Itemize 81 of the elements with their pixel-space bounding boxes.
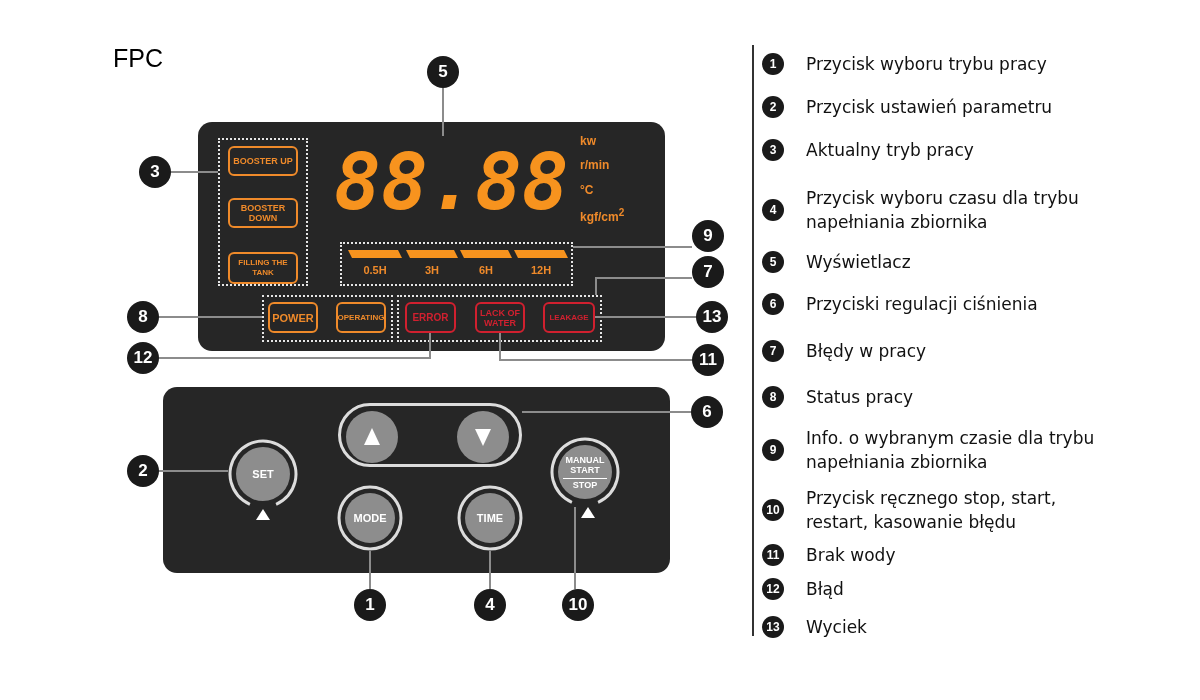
indicator-light: BOOSTER UP	[228, 146, 298, 176]
leader-line	[158, 332, 431, 359]
legend-description: Wyciek	[806, 616, 868, 639]
callout-number: 3	[762, 139, 784, 161]
callout-number: 9	[692, 220, 724, 252]
callout-number: 6	[762, 293, 784, 315]
callout-number: 12	[127, 342, 159, 374]
callout-number: 1	[762, 53, 784, 75]
indicator-light: LEAKAGE	[543, 302, 595, 333]
callout-number: 11	[692, 344, 724, 376]
leader-line	[170, 171, 219, 173]
dotted-group-frame	[262, 295, 393, 342]
legend-description: Błędy w pracy	[806, 340, 928, 363]
indicator-light: POWER	[268, 302, 318, 333]
legend-description: Przycisk ręcznego stop, start, restart, kasowanie błędu	[806, 487, 1058, 534]
callout-number: 12	[762, 578, 784, 600]
time-label: 6H	[477, 264, 495, 276]
time-label: 0.5H	[362, 264, 388, 276]
callout-number: 7	[692, 256, 724, 288]
callout-number: 8	[762, 386, 784, 408]
leader-line	[158, 316, 263, 318]
arrow-button-housing	[338, 403, 522, 467]
callout-number: 7	[762, 340, 784, 362]
unit-label: kgf/cm$^{2}$	[580, 207, 625, 224]
round-button: TIME	[457, 485, 523, 551]
seven-segment-readout: 88.88	[334, 136, 566, 228]
callout-number: 13	[762, 616, 784, 638]
callout-number: 2	[127, 455, 159, 487]
time-label: 3H	[423, 264, 441, 276]
legend-description: Status pracy	[806, 386, 915, 409]
callout-number: 11	[762, 544, 784, 566]
indicator-light: FILLING THE TANK	[228, 252, 298, 284]
callout-number: 9	[762, 439, 784, 461]
unit-label: °C	[580, 183, 594, 197]
legend-description: Przycisk wyboru czasu dla trybu napełniania zbiornika	[806, 187, 1080, 234]
leader-line	[521, 411, 692, 413]
callout-number: 1	[354, 589, 386, 621]
unit-label: kw	[580, 134, 596, 148]
time-label: 12H	[529, 264, 553, 276]
legend-description: Przycisk ustawień parametru	[806, 96, 1054, 119]
legend-description: Aktualny tryb pracy	[806, 139, 975, 162]
callout-number: 8	[127, 301, 159, 333]
leader-line	[489, 550, 491, 590]
callout-number: 2	[762, 96, 784, 118]
legend-description: Błąd	[806, 578, 845, 601]
round-button: MODE	[337, 485, 403, 551]
legend-description: Przycisk wyboru trybu pracy	[806, 53, 1048, 76]
callout-number: 10	[562, 589, 594, 621]
callout-number: 4	[762, 199, 784, 221]
callout-number: 3	[139, 156, 171, 188]
leader-line	[595, 277, 693, 296]
unit-label: r/min	[580, 158, 610, 172]
diagram-title: FPC	[113, 44, 163, 73]
callout-number: 10	[762, 499, 784, 521]
leader-line	[594, 316, 697, 318]
legend-description: Przyciski regulacji ciśnienia	[806, 293, 1039, 316]
arrow-button	[346, 411, 398, 463]
display-panel	[198, 122, 665, 351]
legend-description: Brak wody	[806, 544, 897, 567]
indicator-light: LACK OF WATER	[475, 302, 525, 333]
leader-line	[499, 332, 693, 361]
callout-number: 5	[762, 251, 784, 273]
arrow-button	[457, 411, 509, 463]
dotted-group-frame	[397, 295, 602, 342]
leader-line	[158, 470, 229, 472]
leader-line	[574, 506, 576, 590]
legend-description: Info. o wybranym czasie dla trybu napełniania zbiornika	[806, 427, 1096, 474]
dotted-group-frame	[218, 138, 308, 286]
callout-number: 5	[427, 56, 459, 88]
leader-line	[442, 87, 444, 137]
indicator-light: OPERATING	[336, 302, 386, 333]
control-panel	[163, 387, 670, 573]
indicator-light: ERROR	[405, 302, 456, 333]
leader-line	[572, 246, 693, 248]
leader-line	[369, 550, 371, 590]
callout-number: 13	[696, 301, 728, 333]
legend-description: Wyświetlacz	[806, 251, 912, 274]
callout-number: 6	[691, 396, 723, 428]
indicator-light: BOOSTER DOWN	[228, 198, 298, 228]
dotted-group-frame	[340, 242, 573, 286]
callout-number: 4	[474, 589, 506, 621]
